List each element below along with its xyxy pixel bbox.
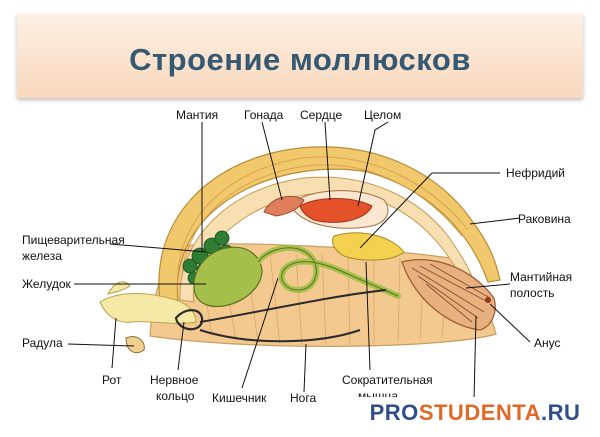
label-intestine: Кишечник xyxy=(212,391,267,405)
label-heart: Сердце xyxy=(300,108,342,122)
label-foot: Нога xyxy=(290,391,316,405)
nerve-cords xyxy=(199,289,387,343)
label-retractor-muscle-line1: Сократительная xyxy=(342,373,433,387)
leader-lines xyxy=(67,121,531,401)
label-mantle-cavity-line1: Мантийная xyxy=(510,270,572,284)
label-coelom: Целом xyxy=(364,108,401,122)
label-digestive-gland-line2: железа xyxy=(22,249,62,263)
stomach xyxy=(193,246,263,308)
watermark-logo: PROSTUDENTA.RU xyxy=(356,397,594,429)
label-nephridium: Нефридий xyxy=(506,166,565,180)
nephridium xyxy=(331,232,405,261)
label-radula: Радула xyxy=(22,336,63,350)
radula-shape xyxy=(125,336,145,354)
tentacle xyxy=(107,281,131,295)
label-gonad: Гонада xyxy=(244,108,284,122)
label-digestive-gland-line1: Пищеварительная xyxy=(22,233,125,247)
title-banner: Строение моллюсков xyxy=(17,14,583,98)
label-anus: Анус xyxy=(534,336,561,350)
label-mantle-cavity-line2: полость xyxy=(510,286,554,300)
head-mouth xyxy=(99,293,197,324)
gonad xyxy=(263,196,305,217)
shell xyxy=(158,146,501,301)
label-mantle: Мантия xyxy=(176,108,218,122)
label-nerve-ring-line2: кольцо xyxy=(156,389,195,403)
label-shell: Раковина xyxy=(518,212,571,226)
anus-opening xyxy=(485,297,491,303)
label-mouth: Рот xyxy=(102,373,122,387)
label-stomach: Желудок xyxy=(22,277,71,291)
label-nerve-ring-line1: Нервное xyxy=(150,373,199,387)
gill-lines xyxy=(411,263,491,323)
mantle-cavity xyxy=(401,259,496,331)
page-title: Строение моллюсков xyxy=(129,42,471,77)
heart xyxy=(299,198,373,223)
